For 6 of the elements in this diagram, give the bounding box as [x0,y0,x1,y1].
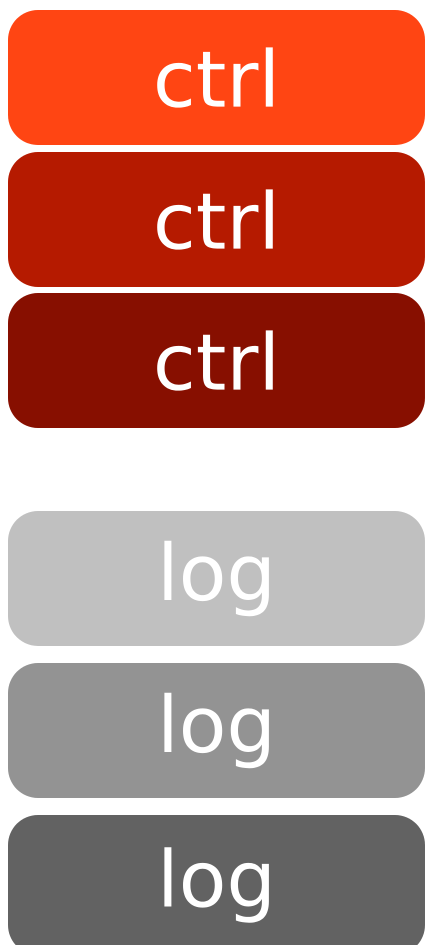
rounded-box: log [8,511,425,646]
rounded-box: log [8,814,425,945]
rounded-box: ctrl [8,293,425,428]
rounded-box: ctrl [8,152,425,287]
rounded-box: ctrl [8,10,425,145]
rounded-box: log [8,663,425,798]
